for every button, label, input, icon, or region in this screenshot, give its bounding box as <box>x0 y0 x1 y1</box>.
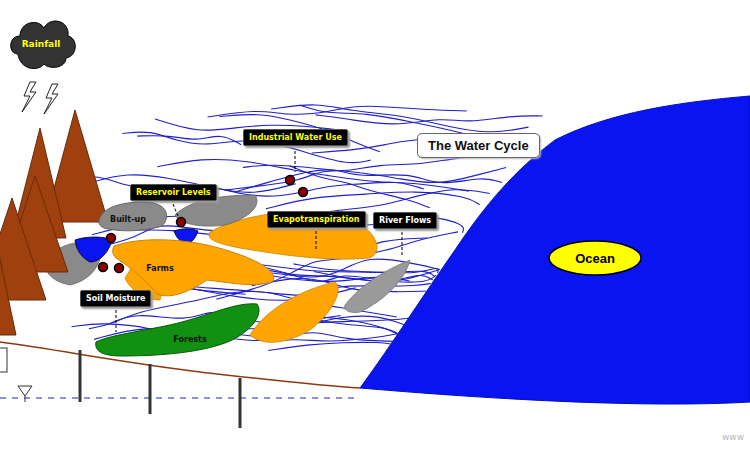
farm-area-shape <box>113 240 274 296</box>
node-text: Forests <box>173 335 206 344</box>
node-text: Evapotranspiration <box>273 215 360 224</box>
sensor-dot <box>299 188 308 197</box>
diagram-title: The Water Cycle <box>417 133 540 158</box>
sensor-dot <box>177 218 186 227</box>
river <box>316 115 543 124</box>
sensor-dot <box>115 264 124 273</box>
water-table-marker <box>25 396 26 402</box>
tree <box>0 250 16 335</box>
node-text: River Flows <box>379 216 431 225</box>
watermark: www <box>722 432 744 442</box>
node-text: Built-up <box>110 215 146 224</box>
river <box>225 154 507 190</box>
river <box>272 259 439 277</box>
sensor-dot <box>99 263 108 272</box>
river <box>137 136 241 145</box>
well <box>149 364 152 414</box>
indicator-label: Industrial Water Use <box>243 129 348 146</box>
river-network <box>61 105 542 351</box>
reservoir <box>75 237 112 262</box>
forest-area: Forests <box>92 300 264 358</box>
sensor-dot <box>107 234 116 243</box>
forest-area-outline <box>92 300 264 358</box>
ocean-water <box>360 96 750 404</box>
well <box>79 350 82 402</box>
built-up-area-shape <box>99 202 167 231</box>
leader-line <box>316 231 317 250</box>
rain-cloud: Rainfall <box>8 14 74 74</box>
leader-line <box>295 151 296 172</box>
well <box>239 378 242 428</box>
ocean-label: Ocean <box>548 240 642 276</box>
indicator-label: Reservoir Levels <box>130 184 217 201</box>
tree <box>0 198 46 300</box>
river <box>268 342 393 350</box>
indicator-label: River Flows <box>373 212 437 229</box>
water-table-marker <box>18 386 32 396</box>
lightning-bolt <box>22 82 36 112</box>
river <box>293 264 438 273</box>
indicator-label: Evapotranspiration <box>267 211 366 228</box>
node-text: Soil Moisture <box>86 294 145 303</box>
river <box>266 192 480 209</box>
node-text: Reservoir Levels <box>136 188 211 197</box>
node-text: Rainfall <box>22 39 61 49</box>
river <box>243 165 506 182</box>
built-up-area: Built-up <box>98 200 170 232</box>
leader-line <box>173 204 178 216</box>
leader-line <box>402 232 403 255</box>
node-text: Industrial Water Use <box>249 133 342 142</box>
node-text: Farms <box>146 264 173 273</box>
river <box>208 106 467 117</box>
rain-cloud-shape <box>11 21 76 69</box>
lightning-bolt <box>44 84 58 114</box>
built-up-patch <box>345 260 410 313</box>
farm-patch <box>250 282 338 342</box>
forest-area-shape <box>96 304 259 356</box>
gauge-box <box>0 348 7 372</box>
river <box>271 105 528 132</box>
indicator-label: Soil Moisture <box>80 290 151 307</box>
leader-line <box>116 310 117 332</box>
ellipse-shape <box>549 241 641 275</box>
sensor-dot <box>286 176 295 185</box>
water-table <box>0 398 360 399</box>
node-text: Ocean <box>575 251 615 266</box>
